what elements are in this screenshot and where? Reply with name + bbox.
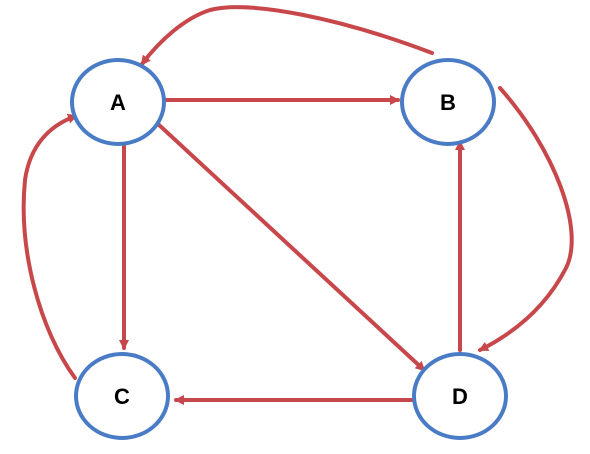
node-d-circle [412, 352, 508, 440]
node-a-label: A [110, 90, 126, 115]
node-b: B [400, 58, 496, 146]
node-d-label: D [452, 384, 468, 409]
edge-a-to-d [156, 122, 426, 372]
node-a-circle [70, 58, 166, 146]
edge-c-to-a [21, 113, 78, 380]
edges [21, 5, 574, 405]
node-b-circle [400, 58, 496, 146]
node-c: C [74, 352, 170, 440]
node-d: D [412, 352, 508, 440]
node-c-circle [74, 352, 170, 440]
edge-b-to-a [140, 5, 434, 66]
node-b-label: B [440, 90, 456, 115]
node-a: A [70, 58, 166, 146]
nodes: A B C D [70, 58, 508, 440]
edge-b-to-d [478, 86, 574, 352]
node-c-label: C [114, 384, 130, 409]
